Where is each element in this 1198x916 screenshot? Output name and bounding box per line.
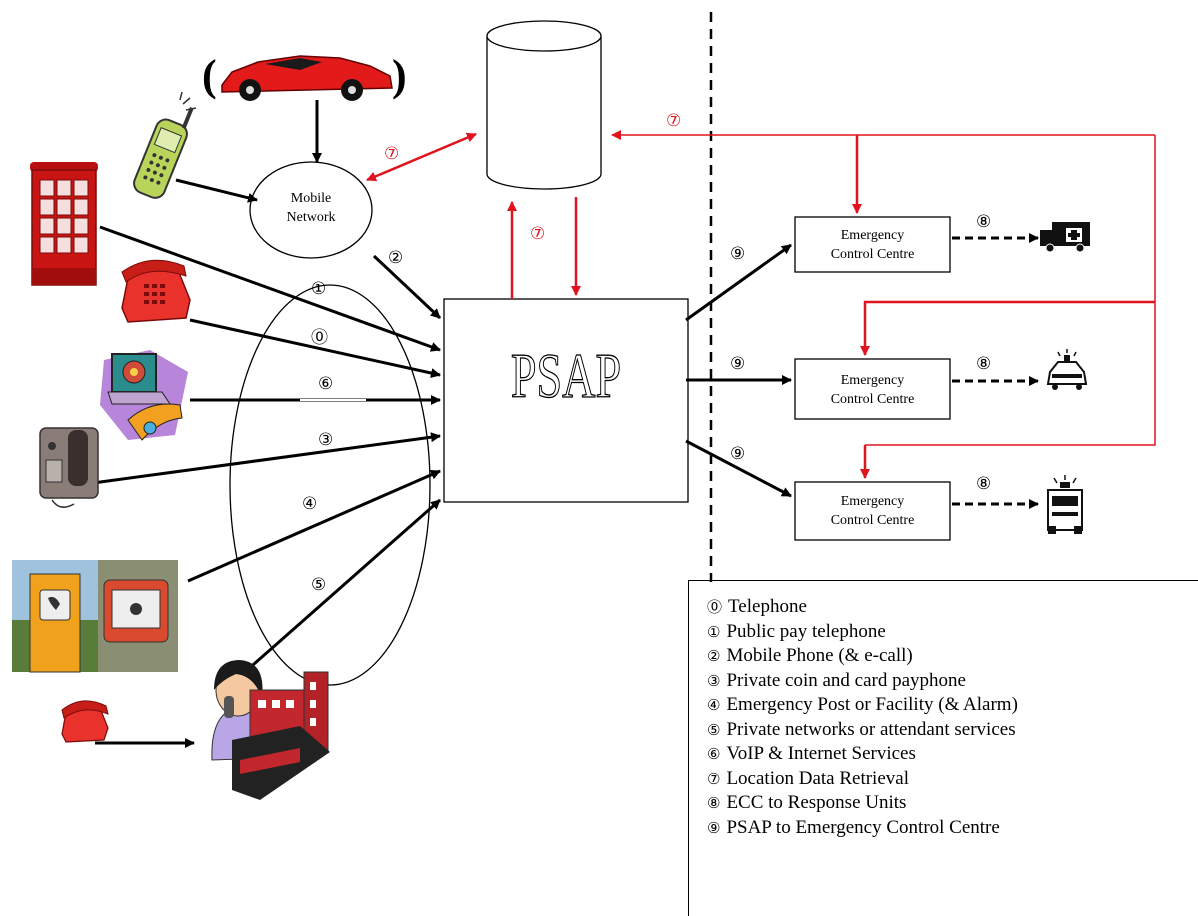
marker-4: ④ [302,494,318,514]
red-loop-path [865,135,1156,446]
arrow-telephone-to-psap [189,318,441,378]
arrow-payphone-to-psap [92,432,441,485]
car-icon [221,55,393,101]
mobile-network-line-2: Network [286,210,336,225]
legend-item: ⑦ Location Data Retrieval [707,767,1018,792]
ecc-line-2: Control Centre [830,513,915,528]
legend-marker: ⑤ [707,720,721,739]
ecc-box-3 [794,481,951,541]
psap-box [443,298,689,503]
marker-8-firetruck: ⑧ [976,474,992,494]
mobile-network-node [249,161,373,259]
car-paren-right: ) [392,51,407,100]
legend-text: PSAP to Emergency Control Centre [726,816,1000,838]
database-icon [486,20,602,190]
marker-0: ⓪ [311,328,328,348]
red-arrow-db-mobile [366,132,477,182]
legend-marker: ⑦ [707,769,721,788]
legend-text: Mobile Phone (& e-call) [726,645,913,666]
legend-item: ⑥ VoIP & Internet Services [707,742,1018,767]
ecc-box-2 [794,358,951,420]
ecc-line-2: Control Centre [830,392,915,407]
legend-item: ① Public pay telephone [707,620,1018,645]
legend-marker: ③ [707,671,721,690]
legend-text: Telephone [728,596,807,617]
red-drop-ecc-2 [860,300,1155,356]
phone-booth-icon [30,162,98,286]
mobile-network-line-1: Mobile [290,191,332,206]
marker-3: ③ [318,430,334,450]
legend-marker: ① [707,622,721,641]
ecc-label-2: Emergency Control Centre [795,371,950,409]
legend-marker: ⓪ [707,598,723,616]
legend-item: ② Mobile Phone (& e-call) [707,644,1018,669]
legend-marker: ⑥ [707,745,721,763]
legend-text: Private coin and card payphone [726,669,966,691]
ecc-line-1: Emergency [840,373,905,388]
marker-6: ⑥ [318,374,334,394]
ambulance-icon [1040,222,1090,253]
legend-text: Private networks or attendant services [726,718,1016,740]
marker-7-top: ⑦ [666,111,682,131]
marker-1: ① [311,279,327,299]
legend-marker: ② [707,647,721,665]
computer-voip-icon [100,350,188,441]
mobile-phone-icon [133,91,197,199]
marker-2: ② [388,248,404,268]
access-network-ellipse [229,284,431,686]
police-car-icon [1046,349,1088,390]
arrow-attendant-to-psap [244,498,441,674]
emergency-post-icon [12,560,102,673]
fire-truck-icon [1047,475,1083,534]
legend-marker: ⑧ [707,794,721,812]
coin-payphone-icon [39,427,99,508]
ecc-box-1 [794,216,951,273]
car-paren-left: ( [202,51,217,100]
marker-8-ambulance: ⑧ [976,212,992,232]
mobile-network-label: Mobile Network [250,189,372,227]
marker-9-ecc-2: ⑨ [730,354,746,374]
ecc-line-2: Control Centre [830,247,915,262]
legend-item: ⓪ Telephone [707,595,1018,620]
ecc-line-1: Emergency [840,494,905,509]
arrow-booth-to-psap [99,225,441,352]
legend-item: ⑧ ECC to Response Units [707,791,1018,816]
ecc-label-3: Emergency Control Centre [795,492,950,530]
ecc-line-1: Emergency [840,228,905,243]
legend-item: ⑤ Private networks or attendant services [707,718,1018,743]
legend-item: ⑨ PSAP to Emergency Control Centre [707,816,1018,841]
legend-text: Public pay telephone [726,620,886,642]
legend-text: ECC to Response Units [726,792,907,813]
legend-list: ⓪ Telephone ① Public pay telephone ② Mobile… [707,595,1018,840]
legend-text: Location Data Retrieval [726,767,909,789]
legend-marker: ⑨ [707,818,721,837]
arrow-post-to-psap [187,469,441,583]
psap-label: PSAP [510,339,622,411]
marker-7-mobile: ⑦ [384,144,400,164]
ecc-label-1: Emergency Control Centre [795,226,950,264]
telephone-icon [61,700,109,743]
legend-text: VoIP & Internet Services [726,743,916,764]
marker-9-ecc-1: ⑨ [730,244,746,264]
legend-panel: ⓪ Telephone ① Public pay telephone ② Mobile… [688,580,1198,916]
alarm-button-icon [98,560,178,672]
legend-item: ③ Private coin and card payphone [707,669,1018,694]
arrow-mobile-to-psap [372,254,442,320]
legend-text: Emergency Post or Facility (& Alarm) [726,694,1018,715]
marker-9-ecc-3: ⑨ [730,444,746,464]
arrow-psap-to-ecc-3 [685,439,792,498]
marker-7-psap: ⑦ [530,224,546,244]
arrow-psap-to-ecc-1 [685,243,792,322]
marker-5: ⑤ [311,575,327,595]
legend-item: ④ Emergency Post or Facility (& Alarm) [707,693,1018,718]
telephone-icon [121,259,191,323]
legend-marker: ④ [707,696,721,714]
building-icon [232,671,330,800]
arrow-phone-to-mobile [175,178,258,203]
marker-8-police: ⑧ [976,354,992,374]
